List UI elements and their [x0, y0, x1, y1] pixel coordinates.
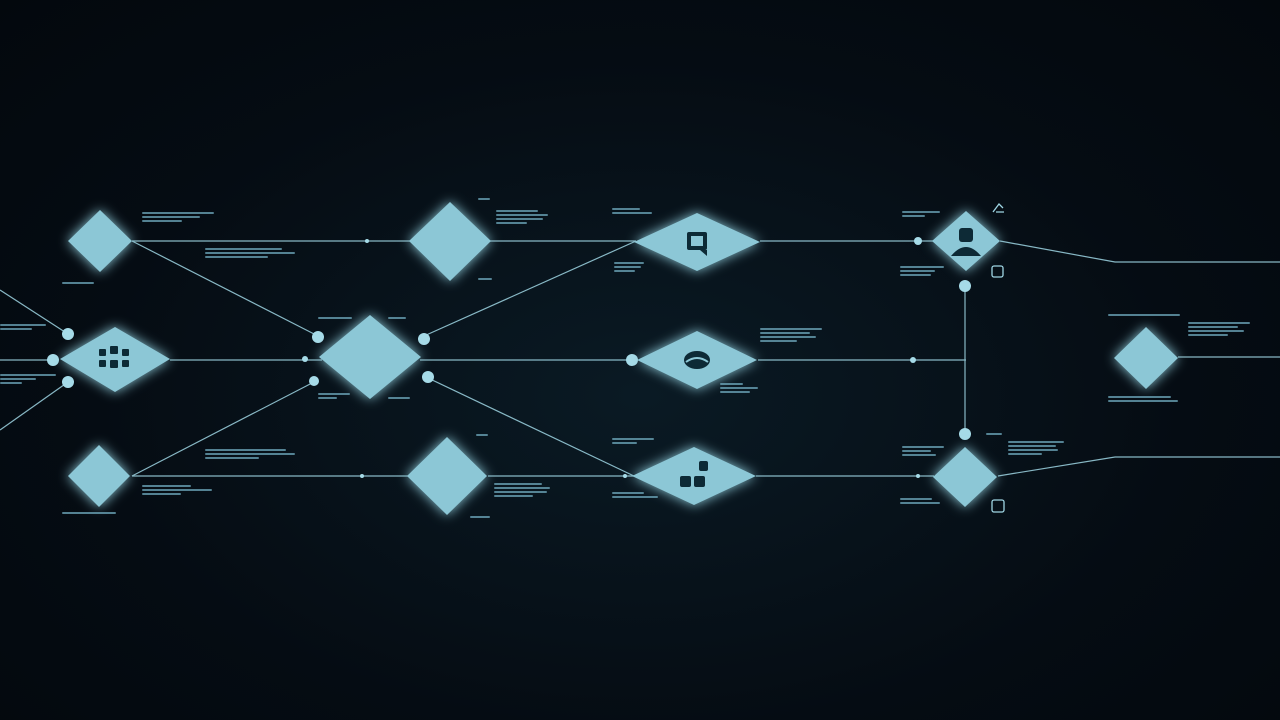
annotation: [612, 436, 654, 446]
annotation: [476, 432, 488, 438]
block: [694, 476, 705, 487]
annotation: [1108, 312, 1180, 318]
diamond-node: [933, 447, 997, 507]
edge: [999, 240, 1280, 263]
connectors: [0, 240, 1280, 477]
edge: [0, 289, 69, 335]
annotation: [318, 391, 350, 401]
diamond-node: [632, 447, 756, 505]
annotation: [900, 496, 940, 506]
square-outline-icon: [991, 499, 1005, 513]
document-icon: [687, 232, 707, 256]
edge: [0, 381, 69, 431]
diamond-node: [1114, 327, 1178, 389]
annotation: [612, 490, 658, 500]
annotation: [388, 315, 406, 321]
cloud-icon: [684, 351, 710, 369]
annotation: [496, 208, 548, 226]
junction-dot: [312, 331, 324, 343]
annotation: [388, 395, 410, 401]
annotation: [614, 260, 644, 274]
annotation: [478, 276, 492, 282]
cloud-icon-wave: [685, 357, 709, 363]
edge: [131, 240, 319, 337]
junction-dot: [623, 474, 627, 478]
annotation: [142, 210, 214, 224]
block: [699, 461, 708, 471]
annotation: [494, 481, 550, 499]
junction-dot: [47, 354, 59, 366]
junction-dot: [360, 474, 364, 478]
junction-dot: [959, 428, 971, 440]
cloud-icon-shape: [684, 351, 710, 369]
user-icon-head: [959, 228, 973, 242]
junction-dot: [959, 280, 971, 292]
diamond-node: [68, 445, 130, 507]
edge: [427, 377, 635, 477]
annotation: [142, 483, 212, 497]
document-icon-inner: [691, 236, 703, 246]
edge: [423, 240, 637, 337]
diamond-node: [319, 315, 421, 399]
annotation: [612, 206, 652, 216]
junction-dot: [914, 237, 922, 245]
annotation: [1008, 439, 1064, 457]
annotation: [62, 280, 94, 286]
annotation: [318, 315, 352, 321]
junction-dot: [910, 357, 916, 363]
annotation: [205, 447, 295, 461]
tool-icon: [992, 203, 1004, 213]
edge: [131, 381, 315, 477]
blocks-icon: [680, 461, 708, 487]
user-icon: [951, 228, 981, 256]
annotation: [902, 209, 940, 219]
junction-dot: [62, 328, 74, 340]
junction-dot: [418, 333, 430, 345]
annotation: [1188, 320, 1250, 338]
annotation: [900, 264, 944, 278]
diamond-node: [60, 327, 170, 392]
annotation: [760, 326, 822, 344]
annotation: [0, 322, 46, 332]
grid-cell: [110, 346, 118, 354]
annotation: [470, 514, 490, 520]
junction-dot: [309, 376, 319, 386]
junction-dot: [422, 371, 434, 383]
annotation: [478, 196, 490, 202]
junction-dot: [365, 239, 369, 243]
diamond-node: [407, 437, 487, 515]
junction-dot: [916, 474, 920, 478]
junction-dot: [302, 356, 308, 362]
annotation: [1108, 394, 1178, 404]
annotation: [720, 381, 758, 395]
square-outline-icon: [991, 265, 1004, 278]
annotation: [62, 510, 116, 516]
annotation: [205, 246, 295, 260]
diamond-node: [68, 210, 132, 272]
grid-cell: [99, 360, 106, 367]
annotation: [0, 372, 56, 386]
junctions: [47, 237, 971, 478]
annotation: [986, 431, 1002, 437]
block: [680, 476, 691, 487]
grid-cell: [99, 349, 106, 356]
junction-dot: [626, 354, 638, 366]
accessory-icons: [991, 203, 1005, 513]
grid-cell: [122, 360, 129, 367]
grid-cell: [122, 349, 129, 356]
edge: [997, 456, 1280, 477]
junction-dot: [62, 376, 74, 388]
diamond-node: [409, 202, 491, 281]
document-icon-tab: [700, 250, 707, 256]
user-icon-body: [951, 247, 981, 256]
grid-icon: [99, 346, 129, 368]
annotation: [902, 444, 944, 458]
grid-cell: [110, 360, 118, 368]
